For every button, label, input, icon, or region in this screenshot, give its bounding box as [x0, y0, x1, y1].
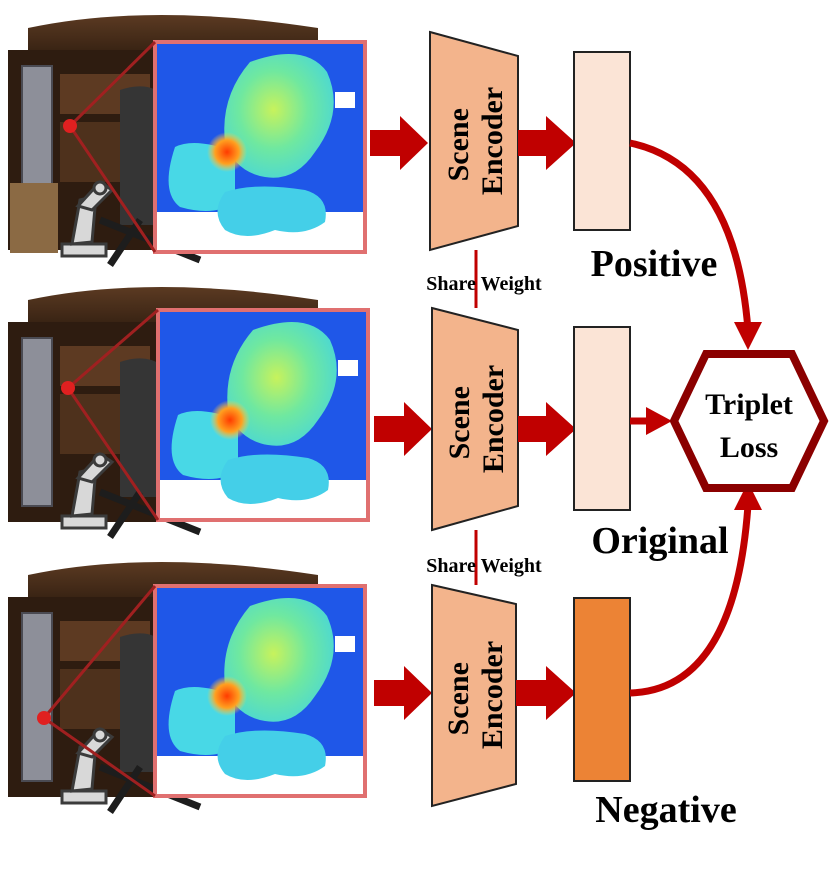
svg-text:Scene Encoder: Scene Encoder: [442, 641, 509, 749]
label-original: Original: [591, 520, 728, 562]
box-prop: [10, 183, 58, 253]
encoder-1-line1: Scene: [442, 108, 475, 181]
arrow-encoder-to-embedding-3: [516, 666, 576, 720]
curve-negative-to-loss: [629, 504, 752, 697]
encoder-3-line2: Encoder: [476, 641, 509, 749]
arrow-image-to-encoder-1: [370, 116, 428, 170]
loss-label-line1: Triplet: [705, 388, 793, 421]
arrowhead-original: [646, 407, 672, 435]
depth-image-negative: [153, 584, 367, 798]
embedding-original: [573, 326, 631, 511]
arrowhead-negative: [734, 482, 762, 510]
view-ray-negative: [42, 585, 157, 798]
camera-point-positive: [63, 119, 77, 133]
row-original: [8, 287, 370, 537]
encoder-output-arrows: [516, 116, 576, 720]
encoder-2-line1: Scene: [443, 386, 476, 459]
embedding-positive: [573, 51, 631, 231]
encoder-2: Scene Encoder: [431, 306, 519, 532]
encoder-1-line2: Encoder: [476, 87, 509, 195]
loss-arrowheads: [646, 322, 762, 510]
depth-image-positive: [153, 40, 367, 254]
encoder-3: Scene Encoder: [431, 583, 517, 808]
arrow-encoder-to-embedding-1: [518, 116, 576, 170]
label-negative: Negative: [595, 789, 736, 831]
encoder-2-line2: Encoder: [477, 365, 510, 473]
loss-label-line2: Loss: [720, 431, 778, 464]
row-negative: [8, 562, 367, 812]
triplet-loss-node: Triplet Loss: [669, 350, 829, 492]
encoder-3-line1: Scene: [442, 662, 475, 735]
arrowhead-positive: [734, 322, 762, 350]
share-weight-label-1: Share Weight: [426, 273, 542, 295]
depth-image-original: [156, 308, 370, 522]
curve-positive-to-loss: [629, 139, 752, 331]
share-weight-label-2: Share Weight: [426, 555, 542, 577]
camera-point-original: [61, 381, 75, 395]
svg-text:Scene Encoder: Scene Encoder: [443, 365, 510, 473]
embedding-negative: [573, 597, 631, 782]
view-ray-original: [66, 308, 160, 521]
view-ray-positive: [68, 40, 157, 253]
encoder-1: Scene Encoder: [429, 30, 519, 252]
arrow-image-to-encoder-2: [374, 402, 432, 456]
row-positive: [8, 15, 367, 265]
label-positive: Positive: [591, 243, 718, 285]
arrow-image-to-encoder-3: [374, 666, 432, 720]
svg-text:Scene Encoder: Scene Encoder: [442, 87, 509, 195]
camera-point-negative: [37, 711, 51, 725]
input-arrows: [370, 116, 432, 720]
arrow-encoder-to-embedding-2: [518, 402, 576, 456]
loss-arrows: [629, 139, 752, 697]
